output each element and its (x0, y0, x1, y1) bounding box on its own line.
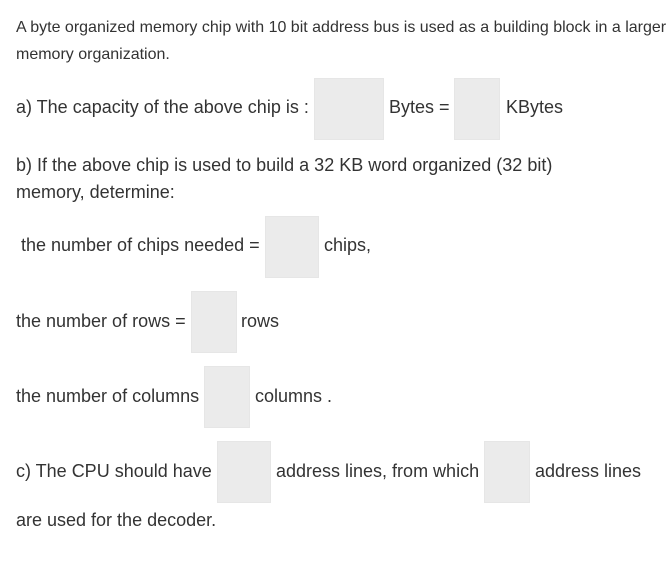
part-c-middle: address lines, from which (276, 461, 480, 481)
intro-line-2: memory organization. (16, 46, 170, 63)
part-b-line-2: memory, determine: (16, 182, 175, 202)
part-a-bytes-label: Bytes = (389, 97, 450, 117)
columns-label: the number of columns (16, 386, 200, 406)
part-c-prefix: c) The CPU should have (16, 461, 212, 481)
cpu-address-lines-input[interactable] (217, 441, 271, 503)
rows-label: the number of rows = (16, 311, 186, 331)
rows-input[interactable] (191, 291, 237, 353)
chips-unit: chips, (324, 235, 372, 255)
rows-unit: rows (241, 311, 280, 331)
intro-line-1: A byte organized memory chip with 10 bit… (16, 19, 667, 36)
part-c-line-2: are used for the decoder. (16, 510, 217, 530)
part-c-suffix: address lines (535, 461, 642, 481)
capacity-bytes-input[interactable] (314, 78, 384, 140)
chips-label: the number of chips needed = (21, 235, 260, 255)
decoder-address-lines-input[interactable] (484, 441, 530, 503)
chips-needed-input[interactable] (265, 216, 319, 278)
part-a-kbytes-label: KBytes (506, 97, 564, 117)
columns-unit: columns . (255, 386, 333, 406)
part-a-prefix: a) The capacity of the above chip is : (16, 97, 309, 117)
columns-input[interactable] (204, 366, 250, 428)
capacity-kbytes-input[interactable] (454, 78, 500, 140)
part-b-line-1: b) If the above chip is used to build a … (16, 155, 553, 175)
